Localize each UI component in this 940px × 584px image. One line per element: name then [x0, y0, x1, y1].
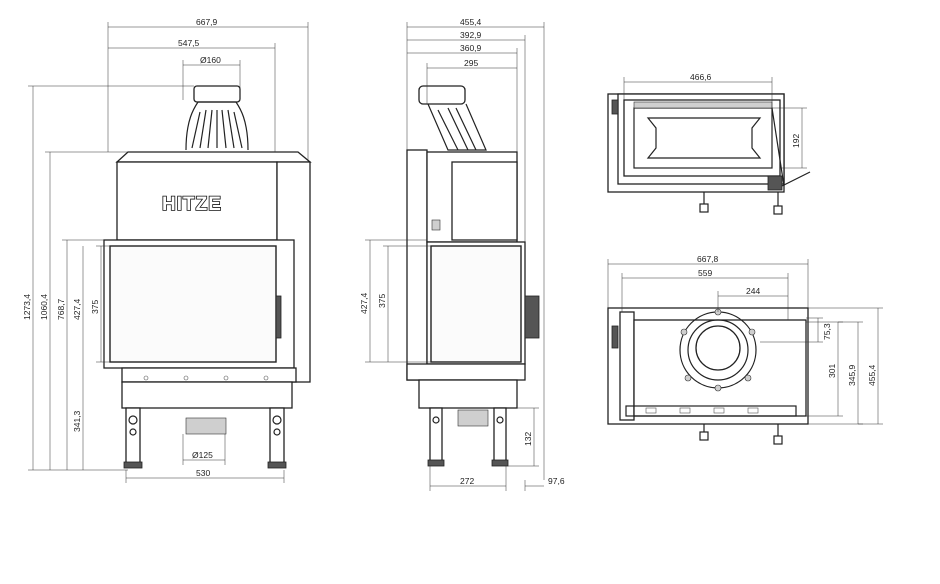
side-vent-block: [451, 161, 518, 241]
side-lower-body: [406, 363, 526, 381]
side-handle: [524, 295, 540, 339]
front-dim-375: 375: [90, 300, 100, 314]
side-dim-375: 375: [377, 294, 387, 308]
plan-front-rail: [625, 405, 797, 417]
front-ash-strip: [121, 367, 297, 383]
plan-left-panel: [619, 311, 635, 421]
plan-dim-75-3: 75,3: [822, 323, 832, 340]
side-flue-collar: [418, 85, 466, 105]
side-dim-97-6: 97,6: [548, 476, 565, 486]
side-dim-132: 132: [523, 432, 533, 446]
top-view: 466,6 192: [607, 72, 811, 215]
front-right-leg: [267, 407, 287, 469]
front-top-cap: [115, 151, 312, 163]
front-air-inlet: [185, 417, 227, 435]
front-dim-341-3: 341,3: [72, 410, 82, 432]
plan-handle: [611, 325, 619, 349]
plan-dimension-lines: [607, 259, 883, 425]
side-right-leg: [491, 407, 509, 467]
front-flue-neck: [185, 101, 249, 151]
top-dimension-lines: [623, 77, 807, 169]
side-dim-360-9: 360,9: [460, 43, 482, 53]
front-view: HITZE: [22, 17, 312, 483]
front-handle: [275, 295, 282, 339]
front-brand-logo: HITZE: [162, 194, 222, 215]
top-glass-strip: [633, 101, 773, 109]
front-dim-768-7: 768,7: [56, 298, 66, 320]
side-left-leg: [427, 407, 445, 467]
top-corner-bracket: [767, 175, 783, 191]
side-dim-272: 272: [460, 476, 474, 486]
front-strip-holes: [143, 375, 269, 381]
plan-dim-455-4: 455,4: [867, 364, 877, 386]
side-view: 455,4 392,9 360,9 295 427,4 375 132 272 …: [359, 17, 565, 491]
front-dim-667-9: 667,9: [196, 17, 218, 27]
plan-knob-right: [773, 424, 783, 445]
side-air-duct: [457, 409, 489, 427]
front-dim-d125: Ø125: [192, 450, 213, 460]
side-dim-295: 295: [464, 58, 478, 68]
top-handle: [611, 99, 619, 115]
top-firebox-inner: [646, 117, 762, 159]
side-flue-fins: [437, 107, 477, 151]
side-base-plate: [418, 379, 518, 409]
front-dim-d160: Ø160: [200, 55, 221, 65]
plan-view: 667,8 559 244 75,3 301 345,9 455,4: [607, 254, 883, 445]
side-glass: [430, 245, 522, 363]
front-dim-1060-4: 1060,4: [39, 294, 49, 320]
front-dim-427-4: 427,4: [72, 298, 82, 320]
top-dim-192: 192: [791, 134, 801, 148]
side-dimension-lines: [365, 22, 545, 491]
side-label: [431, 219, 441, 231]
top-bracket-arm: [781, 171, 811, 187]
front-flue-collar: [193, 85, 241, 103]
top-dim-466-6: 466,6: [690, 72, 712, 82]
plan-dim-244: 244: [746, 286, 760, 296]
front-base-plate: [121, 381, 293, 409]
top-knob-left: [699, 192, 709, 213]
plan-knob-left: [699, 424, 709, 441]
front-dim-1273-4: 1273,4: [22, 294, 32, 320]
front-glass: [109, 245, 277, 363]
side-dim-455-4: 455,4: [460, 17, 482, 27]
side-dim-392-9: 392,9: [460, 30, 482, 40]
plan-dim-667-8: 667,8: [697, 254, 719, 264]
plan-rail-slots: [645, 407, 759, 414]
front-left-leg: [123, 407, 143, 469]
side-back-column: [406, 149, 428, 381]
side-flue-elbow: [427, 103, 487, 151]
front-flue-fins: [191, 109, 243, 149]
top-knob-right: [773, 192, 783, 215]
plan-dim-345-9: 345,9: [847, 364, 857, 386]
front-dimension-lines: [28, 22, 309, 483]
front-dim-530: 530: [196, 468, 210, 478]
plan-dim-559: 559: [698, 268, 712, 278]
top-corner-glass: [771, 107, 785, 187]
front-dim-547-5: 547,5: [178, 38, 200, 48]
top-firebox-outer: [623, 99, 781, 177]
side-dim-427-4: 427,4: [359, 292, 369, 314]
plan-dim-301: 301: [827, 364, 837, 378]
